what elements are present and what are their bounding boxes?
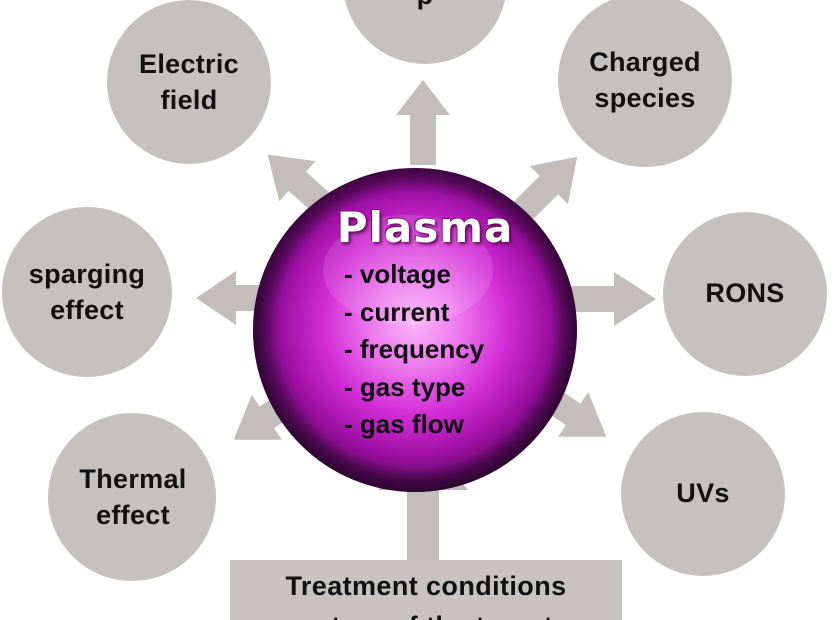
circle-thermal-effect [48, 413, 216, 581]
treatment-conditions-box: Treatment conditions nature of the targe… [230, 560, 622, 620]
parameter-item: - gas flow [344, 409, 464, 439]
circle-top [345, 0, 505, 64]
node-thermal-effect-label: Thermal effect [79, 464, 187, 530]
plasma-sphere-rim [253, 168, 577, 492]
node-electric-field-label: Electric field [139, 49, 239, 115]
circle-uvs [621, 412, 785, 576]
node-charged-species-label: Charged species [589, 47, 701, 113]
plasma-highlight [323, 215, 493, 325]
node-sparging-effect-label: sparging effect [28, 259, 146, 325]
node-rons-label: RONS [705, 278, 785, 309]
treatment-conditions-line: Treatment conditions [285, 571, 567, 601]
parameter-item: - frequency [344, 334, 485, 364]
arrow-up-right [512, 156, 578, 222]
arrow-up [396, 80, 450, 165]
plasma-parameter-list: - voltage - current - frequency - gas ty… [344, 256, 544, 444]
target-nature-line: nature of the target [230, 606, 622, 620]
parameter-item: - voltage [344, 259, 451, 289]
arrow-left [196, 271, 278, 325]
parameter-item: - current [344, 296, 450, 327]
node-top-label: p [375, 0, 475, 16]
plasma-title: Plasma [336, 203, 514, 252]
parameter-item: - gas type [344, 371, 466, 402]
circle-rons [663, 212, 827, 376]
arrow-right [568, 272, 656, 326]
node-uvs-label: UVs [676, 478, 730, 509]
circle-charged-species [558, 0, 732, 167]
circle-sparging-effect [2, 207, 172, 377]
circle-electric-field [107, 0, 271, 164]
